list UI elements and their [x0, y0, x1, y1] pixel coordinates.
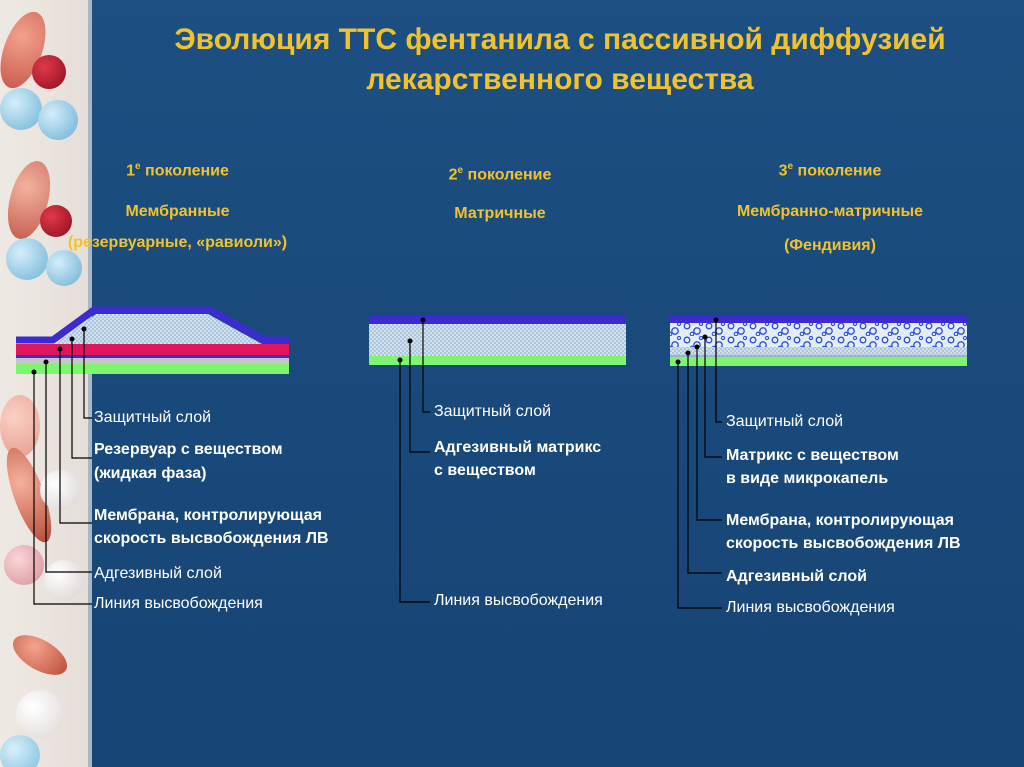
- gen1-patch: [16, 306, 289, 605]
- gen1-leader-lines: [33, 329, 92, 605]
- gen3-label-membrane: Мембрана, контролирующая скорость высвоб…: [726, 512, 961, 552]
- gen3-stripe: [670, 355, 967, 357]
- gen1-header: 1е поколение Мембранные (резервуарные, «…: [60, 157, 295, 253]
- gen2-label-release: Линия высвобождения: [434, 592, 603, 609]
- gen2-leader-dots: [397, 317, 426, 363]
- pill-image: [4, 545, 44, 585]
- gen1-membrane: [16, 344, 289, 355]
- pills-photo-strip: [0, 0, 90, 767]
- pill-image: [0, 88, 42, 130]
- gen1-leader-dots: [31, 326, 87, 375]
- pill-image: [40, 205, 72, 237]
- gen1-label-protective: Защитный слой: [94, 409, 212, 426]
- pill-image: [16, 690, 64, 738]
- gen3-protective-layer: [670, 316, 967, 323]
- gen1-release-liner: [16, 364, 289, 374]
- gen2-label-matrix: Адгезивный матрикс с веществом: [434, 439, 602, 479]
- gen2-matrix: [369, 324, 626, 356]
- gen1-label-membrane: Мембрана, контролирующая скорость высвоб…: [94, 507, 329, 547]
- gen2-release-liner: [369, 356, 626, 365]
- gen1-generation: 1е поколение: [126, 161, 229, 180]
- title-line-1: Эволюция ТТС фентанила с пассивной диффу…: [174, 23, 946, 56]
- gen3-generation: 3е поколение: [778, 161, 882, 180]
- pill-image: [0, 395, 40, 457]
- pill-image: [46, 250, 82, 286]
- gen3-matrix: [670, 323, 967, 347]
- pill-image: [0, 735, 40, 767]
- gen3-type: Мембранно-матричные: [736, 203, 924, 221]
- gen3-label-adhesive: Адгезивный слой: [726, 568, 867, 585]
- gen3-leader-lines: [677, 320, 722, 609]
- gen1-type: Мембранные: [125, 203, 230, 221]
- gen3-subtitle: (Фендивия): [784, 237, 876, 255]
- pill-image: [6, 238, 48, 280]
- gen3-header: 3е поколение Мембранно-матричные (Фендив…: [700, 157, 960, 256]
- gen1-stripe: [16, 355, 289, 358]
- gen1-adhesive-layer: [16, 358, 289, 364]
- gen2-label-protective: Защитный слой: [434, 403, 552, 420]
- slide-divider: [88, 0, 92, 767]
- gen3-release-liner: [670, 357, 967, 366]
- gen1-label-reservoir: Резервуар с веществом (жидкая фаза): [94, 441, 283, 482]
- pill-image: [44, 560, 84, 600]
- gen2-header: 2е поколение Матричные: [400, 161, 600, 224]
- gen1-subtitle: (резервуарные, «равиоли»): [67, 234, 288, 252]
- title-line-2: лекарственного вещества: [366, 63, 754, 96]
- gen2-protective-layer: [369, 316, 626, 324]
- gen1-reservoir: [55, 314, 262, 344]
- gen2-patch: [369, 316, 626, 603]
- gen3-label-release: Линия высвобождения: [726, 599, 895, 616]
- gen2-leader-lines: [399, 320, 430, 603]
- gen2-type: Матричные: [454, 205, 546, 223]
- slide-title: Эволюция ТТС фентанила с пассивной диффу…: [100, 20, 1020, 100]
- gen1-protective-layer: [16, 306, 289, 344]
- gen1-label-adhesive: Адгезивный слой: [94, 565, 222, 582]
- gen3-membrane: [670, 347, 967, 355]
- pill-image: [38, 100, 78, 140]
- pill-image: [32, 55, 66, 89]
- gen3-patch: [670, 316, 967, 609]
- gen3-label-matrix: Матрикс с веществом в виде микрокапель: [726, 447, 899, 487]
- gen3-leader-dots: [675, 317, 719, 365]
- gen2-generation: 2е поколение: [448, 165, 552, 184]
- gen3-label-protective: Защитный слой: [726, 413, 844, 430]
- gen1-label-release: Линия высвобождения: [94, 595, 263, 612]
